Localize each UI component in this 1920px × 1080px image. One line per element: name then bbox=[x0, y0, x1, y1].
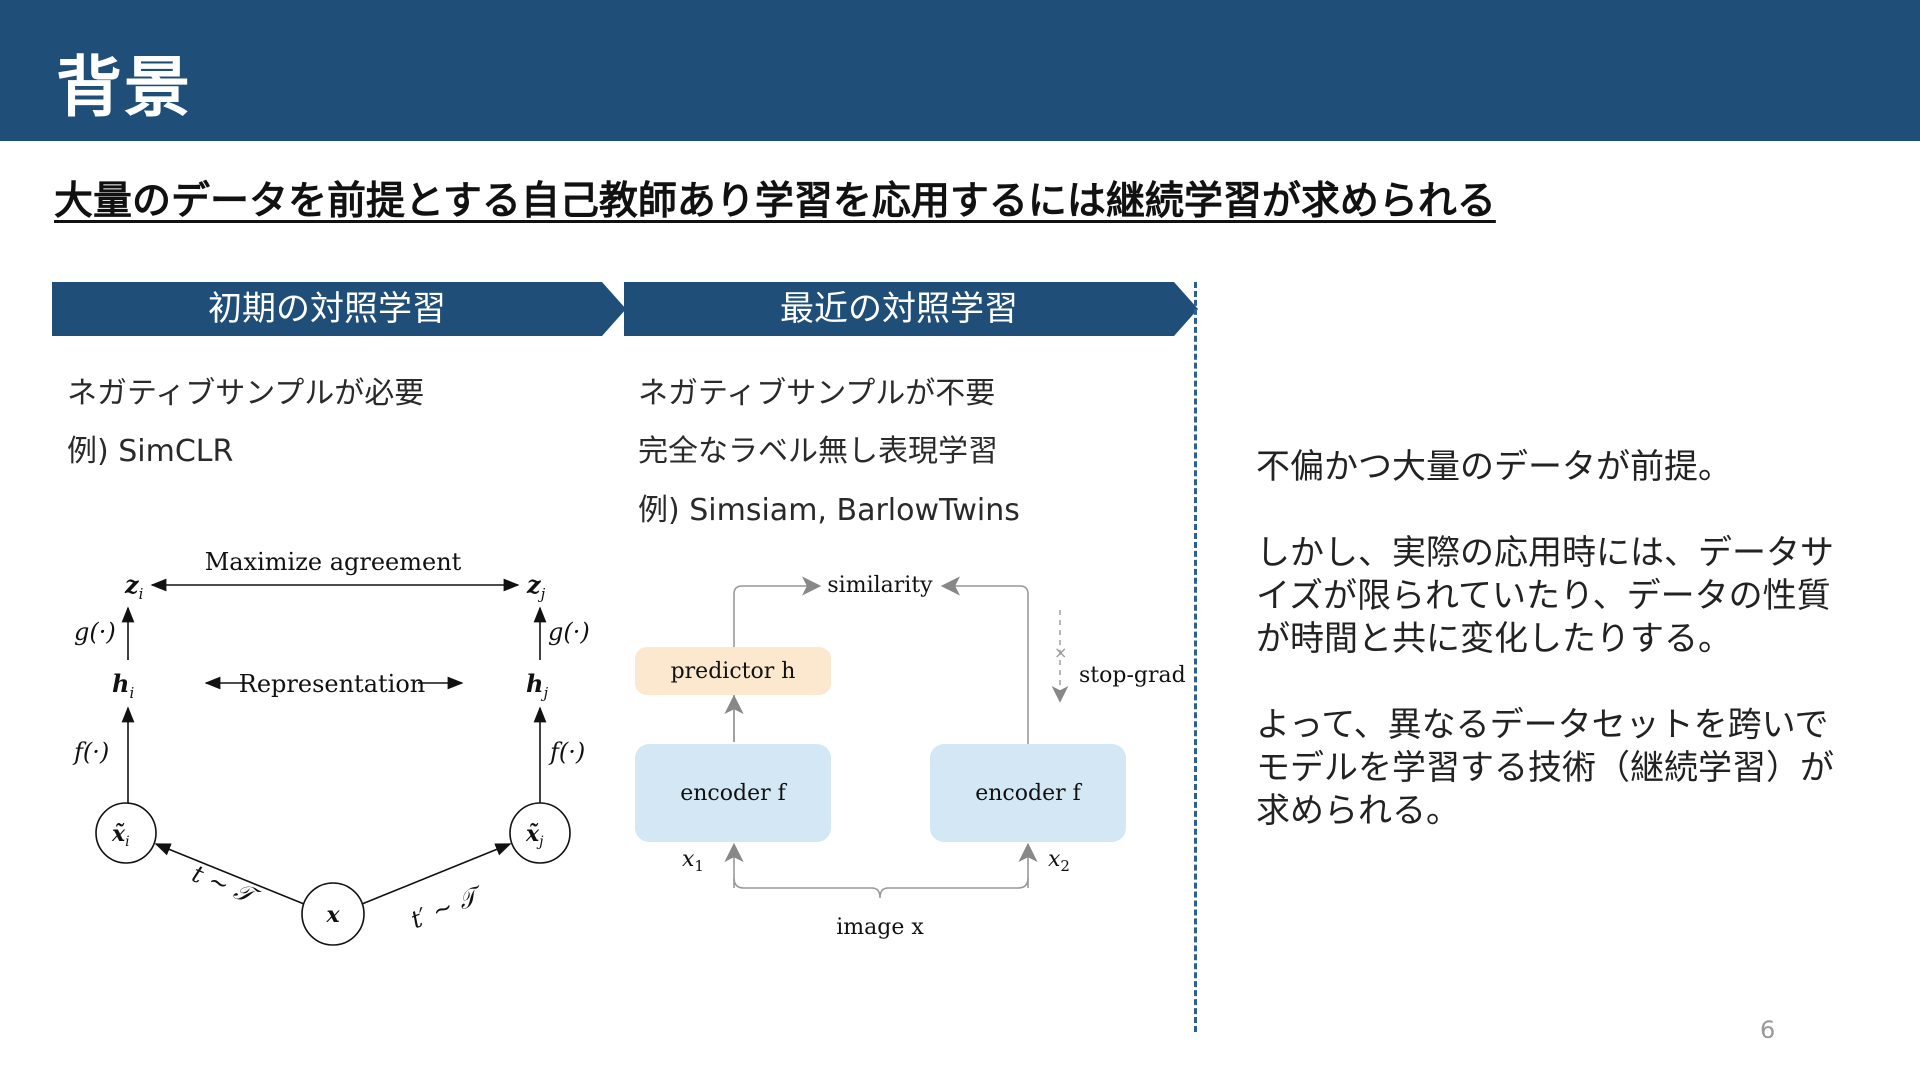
slide-subtitle: 大量のデータを前提とする自己教師あり学習を応用するには継続学習が求められる bbox=[54, 179, 1496, 224]
t-right-label: t′ ∼ 𝒯 bbox=[407, 880, 488, 935]
hi-label: hi bbox=[112, 669, 134, 702]
xi-node bbox=[95, 802, 157, 864]
xi-label: x̃i bbox=[111, 821, 130, 850]
similarity-right-path bbox=[940, 576, 1029, 744]
right-paragraph-1: 不偏かつ大量のデータが前提。 bbox=[1256, 447, 1732, 487]
t-right-arrow bbox=[361, 843, 512, 905]
stop-grad-label: stop-grad bbox=[1079, 663, 1186, 688]
left-line-1: ネガティブサンプルが必要 bbox=[67, 376, 425, 411]
x-node bbox=[301, 882, 365, 946]
similarity-left-path bbox=[733, 576, 822, 742]
zj-label: zj bbox=[526, 570, 546, 603]
encoder-right-box bbox=[930, 744, 1126, 842]
zi-label: zi bbox=[124, 570, 144, 603]
middle-column-header: 最近の対照学習 bbox=[624, 282, 1198, 336]
encoder-right-label: encoder f bbox=[975, 781, 1082, 806]
similarity-label: similarity bbox=[827, 573, 933, 598]
page-number: 6 bbox=[1760, 1016, 1776, 1044]
image-brace bbox=[733, 877, 1029, 899]
simsiam-diagram: similarity × stop-grad predictor h encod… bbox=[635, 573, 1186, 940]
image-label: image x bbox=[836, 915, 924, 940]
t-left-label: t ∼ 𝒯 bbox=[188, 860, 264, 913]
middle-line-2: 完全なラベル無し表現学習 bbox=[638, 434, 998, 469]
x1-label: x1 bbox=[682, 847, 704, 875]
middle-line-3: 例) Simsiam, BarlowTwins bbox=[638, 493, 1020, 528]
chevron-arrow-shape bbox=[52, 282, 626, 336]
left-column-header-label: 初期の対照学習 bbox=[208, 289, 446, 329]
left-column-header: 初期の対照学習 bbox=[52, 282, 626, 336]
title-bar: 背景 bbox=[0, 0, 1920, 141]
hj-label: hj bbox=[526, 669, 548, 702]
g-right-label: g(·) bbox=[548, 618, 590, 646]
predictor-box bbox=[635, 647, 831, 695]
xj-label: x̃j bbox=[525, 821, 544, 850]
x2-label: x2 bbox=[1048, 847, 1070, 875]
f-right-label: f(·) bbox=[548, 738, 585, 766]
encoder-left-box bbox=[635, 744, 831, 842]
g-left-label: g(·) bbox=[74, 618, 116, 646]
slide-title: 背景 bbox=[56, 49, 192, 126]
right-paragraph-3: よって、異なるデータセットを跨いでモデルを学習する技術（継続学習）が求められる。 bbox=[1256, 705, 1834, 831]
t-left-arrow bbox=[154, 843, 305, 905]
right-paragraph-2: しかし、実際の応用時には、データサイズが限られていたり、データの性質が時間と共に… bbox=[1256, 533, 1834, 659]
xj-node bbox=[509, 802, 571, 864]
middle-line-1: ネガティブサンプルが不要 bbox=[638, 376, 996, 411]
middle-column-header-label: 最近の対照学習 bbox=[780, 289, 1018, 329]
f-left-label: f(·) bbox=[72, 738, 109, 766]
stop-grad-x-icon: × bbox=[1054, 643, 1067, 662]
left-line-2: 例) SimCLR bbox=[67, 434, 234, 469]
column-divider bbox=[1194, 282, 1197, 1032]
predictor-label: predictor h bbox=[671, 659, 796, 684]
x-label: x bbox=[325, 902, 340, 928]
encoder-left-label: encoder f bbox=[680, 781, 787, 806]
simclr-diagram: Maximize agreement zi zj g(·) g(·) hi hj… bbox=[72, 548, 590, 946]
chevron-arrow-shape bbox=[624, 282, 1198, 336]
maximize-agreement-label: Maximize agreement bbox=[205, 548, 462, 576]
representation-label: Representation bbox=[239, 670, 425, 698]
